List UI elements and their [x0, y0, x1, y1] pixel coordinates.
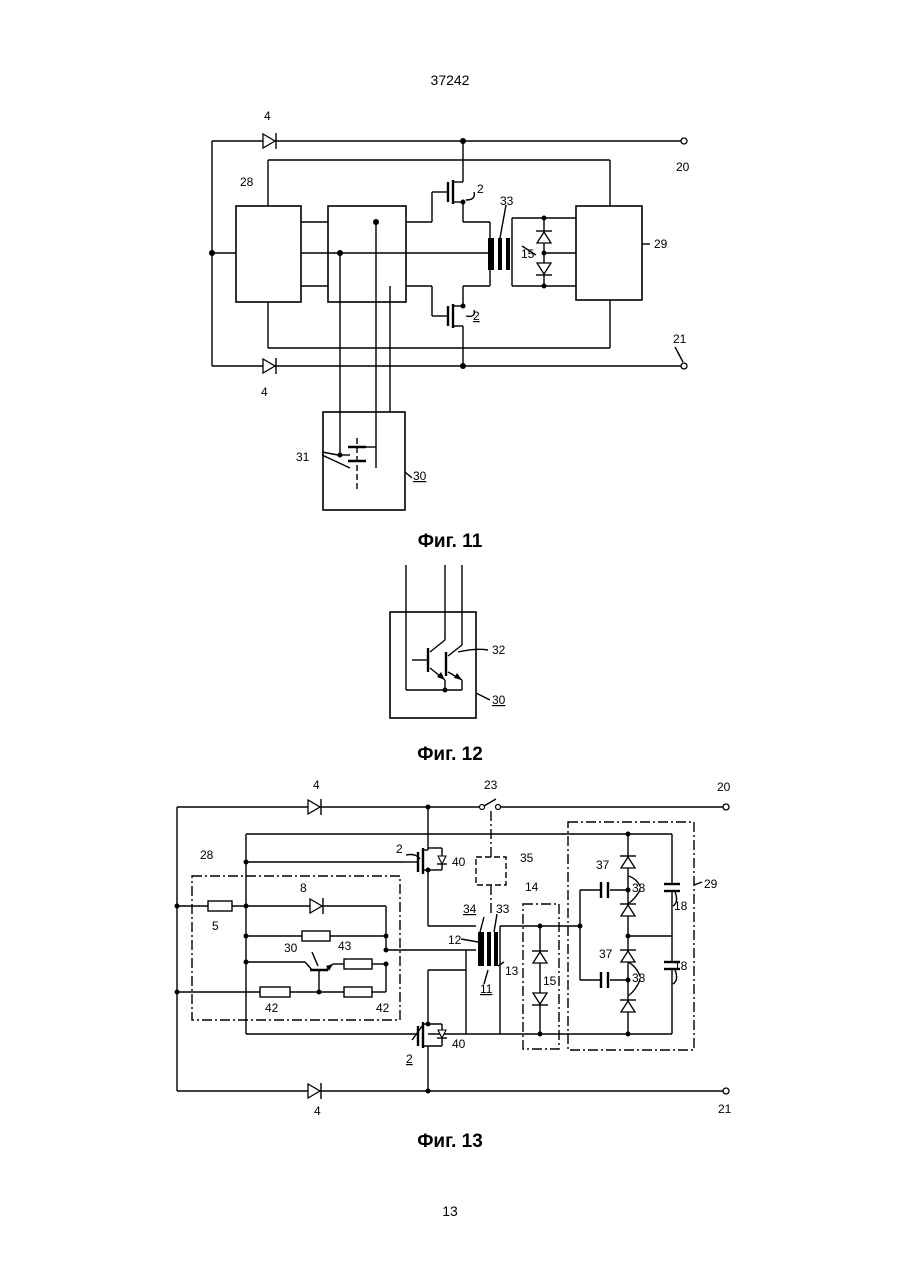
- fig11-label-4-top: 4: [264, 109, 271, 123]
- fig11-diode-4-top-icon: [263, 133, 276, 149]
- fig11-diode-4-bottom-icon: [263, 358, 276, 374]
- fig13-zener-40-icons: [437, 856, 447, 1038]
- fig11-wiring: [212, 141, 683, 468]
- fig13-label-40-top: 40: [452, 855, 466, 869]
- fig13-label-4-top: 4: [313, 778, 320, 792]
- fig13-transformer-11-icon: [478, 932, 498, 966]
- fig13-resistor-42-left: [260, 987, 290, 997]
- fig13-label-43: 43: [338, 939, 352, 953]
- fig13-label-35: 35: [520, 851, 534, 865]
- fig11-label-21: 21: [673, 332, 687, 346]
- fig13-label-18-bottom: 18: [674, 959, 688, 973]
- fig11-label-29: 29: [654, 237, 668, 251]
- fig12-label-32: 32: [492, 643, 506, 657]
- fig13-label-8: 8: [300, 881, 307, 895]
- fig12-block-30: [390, 612, 476, 718]
- fig13-label-15: 15: [543, 974, 557, 988]
- figure-11-caption: Фиг. 11: [0, 531, 900, 553]
- fig13-label-11: 11: [480, 982, 493, 996]
- fig11-label-20: 20: [676, 160, 690, 174]
- fig13-label-30: 30: [284, 941, 298, 955]
- fig11-diode-15-lower-icon: [536, 263, 552, 275]
- fig13-label-20: 20: [717, 780, 731, 794]
- fig13-label-29: 29: [704, 877, 718, 891]
- fig11-label-30: 30: [413, 469, 427, 483]
- fig11-label-31: 31: [296, 450, 310, 464]
- fig13-resistor-43: [344, 959, 372, 969]
- fig11-label-28: 28: [240, 175, 254, 189]
- fig12-wiring: [406, 565, 462, 690]
- fig11-block-28: [236, 206, 301, 302]
- fig12-leaders: [458, 649, 490, 700]
- fig11-terminal-20: [681, 138, 687, 144]
- figure-13-caption: Фиг. 13: [0, 1131, 900, 1153]
- fig11-label-2-top: 2: [477, 182, 484, 196]
- fig13-label-40-bottom: 40: [452, 1037, 466, 1051]
- figure-12-caption: Фиг. 12: [0, 744, 900, 766]
- fig13-block-35: [476, 857, 506, 885]
- fig13-label-18-top: 18: [674, 899, 688, 913]
- fig13-switch-23-icon: [480, 799, 501, 810]
- fig13-label-33: 33: [496, 902, 510, 916]
- fig13-label-21: 21: [718, 1102, 732, 1116]
- fig13-label-42-left: 42: [265, 1001, 279, 1015]
- fig11-label-2-bottom: 2: [473, 309, 480, 323]
- fig11-label-15: 15: [521, 247, 535, 261]
- fig13-label-37-top: 37: [596, 858, 610, 872]
- fig13-label-23: 23: [484, 778, 498, 792]
- page-number: 13: [0, 1203, 900, 1219]
- fig13-label-12: 12: [448, 933, 462, 947]
- fig11-label-4-bottom: 4: [261, 385, 268, 399]
- fig13-transistor-30-icon: [310, 964, 333, 971]
- fig13-label-37-bottom: 37: [599, 947, 613, 961]
- fig13-diode-4-bottom-icon: [308, 1083, 321, 1099]
- fig13-label-5: 5: [212, 919, 219, 933]
- fig13-resistor-upper: [302, 931, 330, 941]
- fig13-resistor-5: [208, 901, 232, 911]
- fig13-label-38-bottom: 38: [632, 971, 646, 985]
- document-number: 37242: [0, 72, 900, 88]
- fig13-label-2-bottom: 2: [406, 1052, 413, 1066]
- fig13-label-38-top: 38: [632, 881, 646, 895]
- fig13-resistor-42-right: [344, 987, 372, 997]
- fig13-label-4-bottom: 4: [314, 1104, 321, 1118]
- fig13-label-13: 13: [505, 964, 519, 978]
- fig11-label-33: 33: [500, 194, 514, 208]
- fig11-block-29: [576, 206, 642, 300]
- fig13-diode-15-upper-icon: [532, 951, 548, 963]
- fig13-terminal-21: [723, 1088, 729, 1094]
- fig13-diode-8-icon: [310, 898, 323, 914]
- fig11-terminal-21: [681, 363, 687, 369]
- fig11-switch-31-icon: [322, 438, 376, 492]
- fig13-label-34: 34: [463, 902, 477, 916]
- fig12-label-30: 30: [492, 693, 506, 707]
- fig13-label-2-top: 2: [396, 842, 403, 856]
- fig11-diode-15-upper-icon: [536, 231, 552, 243]
- figure-13-circuit-diagram: 4 23 20 28 2 40 35 8 29 14 37 38 18 5 34…: [0, 775, 900, 1130]
- fig13-diode-15-lower-icon: [532, 993, 548, 1005]
- figure-12-circuit-diagram: 32 30: [0, 565, 900, 735]
- fig13-diode-4-top-icon: [308, 799, 321, 815]
- fig13-label-42-right: 42: [376, 1001, 390, 1015]
- fig13-label-14: 14: [525, 880, 539, 894]
- fig13-label-28: 28: [200, 848, 214, 862]
- fig11-transformer-33: [488, 238, 510, 270]
- figure-11-circuit-diagram: 4 20 28 2 33 29 15 2 21 4 31 30: [0, 100, 900, 530]
- fig13-terminal-20: [723, 804, 729, 810]
